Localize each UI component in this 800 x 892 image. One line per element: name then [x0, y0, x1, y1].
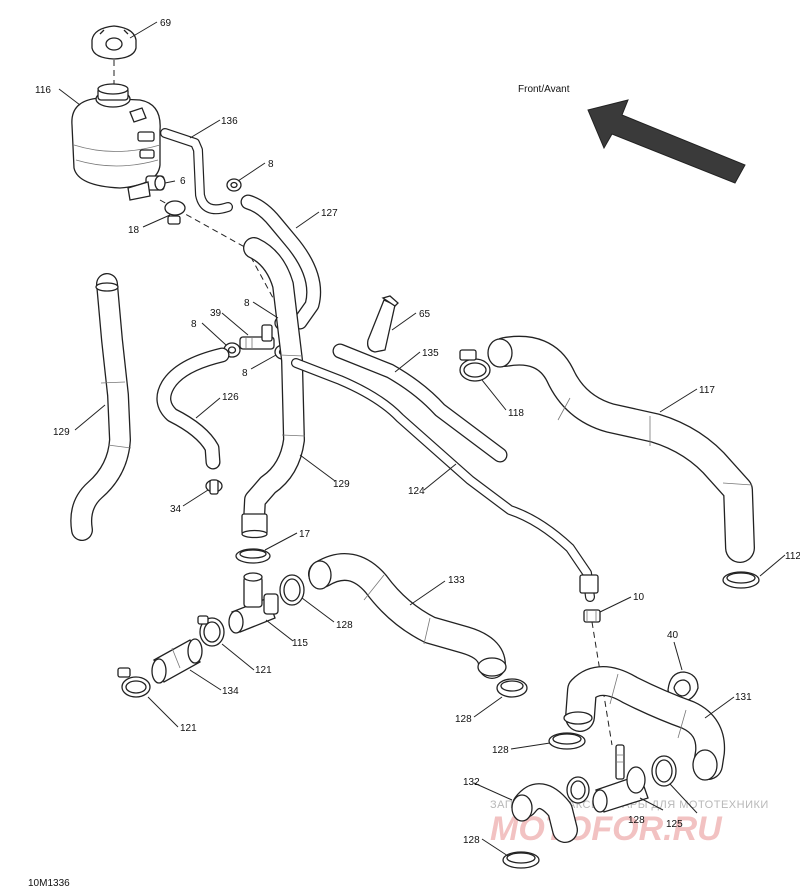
fitting-part-10[interactable]	[583, 609, 601, 623]
callout-136: 136	[221, 116, 238, 127]
callout-128-c: 128	[492, 745, 509, 756]
callout-129-right: 129	[333, 479, 350, 490]
clamp-part-128-b[interactable]	[496, 678, 528, 698]
leader-lines	[58, 21, 786, 857]
clamp-part-8-top[interactable]	[226, 178, 242, 192]
callout-124: 124	[408, 486, 425, 497]
hose-part-129-right[interactable]	[241, 237, 306, 539]
t-fitting-part-39[interactable]	[239, 324, 275, 350]
hose-part-129-left[interactable]	[70, 273, 132, 541]
callout-6: 6	[180, 176, 186, 187]
callout-65: 65	[419, 309, 431, 320]
callout-128-a: 128	[336, 620, 353, 631]
callout-131: 131	[735, 692, 752, 703]
callout-133: 133	[448, 575, 465, 586]
hose-part-127[interactable]	[240, 194, 322, 330]
front-direction-label: Front/Avant	[518, 84, 570, 95]
callout-17: 17	[299, 529, 311, 540]
clamp-part-17[interactable]	[235, 548, 271, 564]
hose-part-134[interactable]	[151, 638, 203, 684]
hose-part-131[interactable]	[563, 666, 726, 781]
callout-8-left: 8	[191, 319, 197, 330]
callout-10: 10	[633, 592, 645, 603]
pipe-part-124[interactable]	[291, 358, 599, 602]
pressure-cap-part-69[interactable]	[91, 25, 137, 60]
callout-39: 39	[210, 308, 222, 319]
callout-115: 115	[292, 638, 308, 649]
callout-121-upper: 121	[255, 665, 272, 676]
clamp-part-128-c[interactable]	[548, 732, 586, 750]
t-fitting-part-125[interactable]	[592, 744, 649, 813]
clamp-part-18[interactable]	[164, 200, 186, 225]
pipe-part-135[interactable]	[332, 343, 508, 463]
clamp-part-121-lower[interactable]	[117, 667, 151, 698]
clamp-part-128-d[interactable]	[651, 755, 677, 787]
callout-8-mid: 8	[244, 298, 250, 309]
callout-121-lower: 121	[180, 723, 197, 734]
callout-8-top: 8	[268, 159, 274, 170]
clamp-part-118[interactable]	[459, 349, 491, 382]
clamp-part-128-e[interactable]	[502, 851, 540, 869]
drawing-number: 10M1336	[28, 878, 70, 889]
callout-118: 118	[508, 408, 524, 419]
clamp-part-112[interactable]	[722, 571, 760, 589]
coolant-tank-part-116[interactable]	[71, 83, 161, 189]
callout-128-b: 128	[455, 714, 472, 725]
callout-117: 117	[699, 385, 715, 396]
hose-part-133[interactable]	[308, 553, 507, 679]
callout-116: 116	[35, 85, 51, 96]
callout-127: 127	[321, 208, 338, 219]
callout-40: 40	[667, 630, 679, 641]
clamp-part-121-upper[interactable]	[197, 615, 225, 647]
fitting-part-6[interactable]	[127, 175, 166, 201]
callout-8-right: 8	[242, 368, 248, 379]
clamp-part-125-left[interactable]	[566, 776, 590, 804]
hose-part-126[interactable]	[156, 347, 230, 470]
callout-125: 125	[666, 819, 683, 830]
overflow-hose-part-136[interactable]	[160, 128, 233, 215]
callout-112: 112	[785, 551, 800, 562]
callout-34: 34	[170, 504, 182, 515]
callout-132: 132	[463, 777, 480, 788]
hose-part-117[interactable]	[487, 335, 755, 563]
callout-126: 126	[222, 392, 239, 403]
callout-18: 18	[128, 225, 140, 236]
callout-135: 135	[422, 348, 439, 359]
callout-129-left: 129	[53, 427, 70, 438]
callout-labels: 69 116 136 8 6 18 127 8 39 8 8 65 135 11…	[35, 18, 800, 846]
callout-128-e: 128	[463, 835, 480, 846]
t-fitting-part-115[interactable]	[228, 572, 279, 634]
clamp-part-34[interactable]	[205, 479, 223, 495]
callout-128-d: 128	[628, 815, 645, 826]
clamp-part-128-a[interactable]	[279, 574, 305, 606]
bracket-part-65[interactable]	[367, 295, 399, 353]
callout-134: 134	[222, 686, 239, 697]
front-direction-arrow: Front/Avant	[518, 84, 746, 184]
callout-69: 69	[160, 18, 172, 29]
elbow-part-132[interactable]	[511, 783, 578, 843]
